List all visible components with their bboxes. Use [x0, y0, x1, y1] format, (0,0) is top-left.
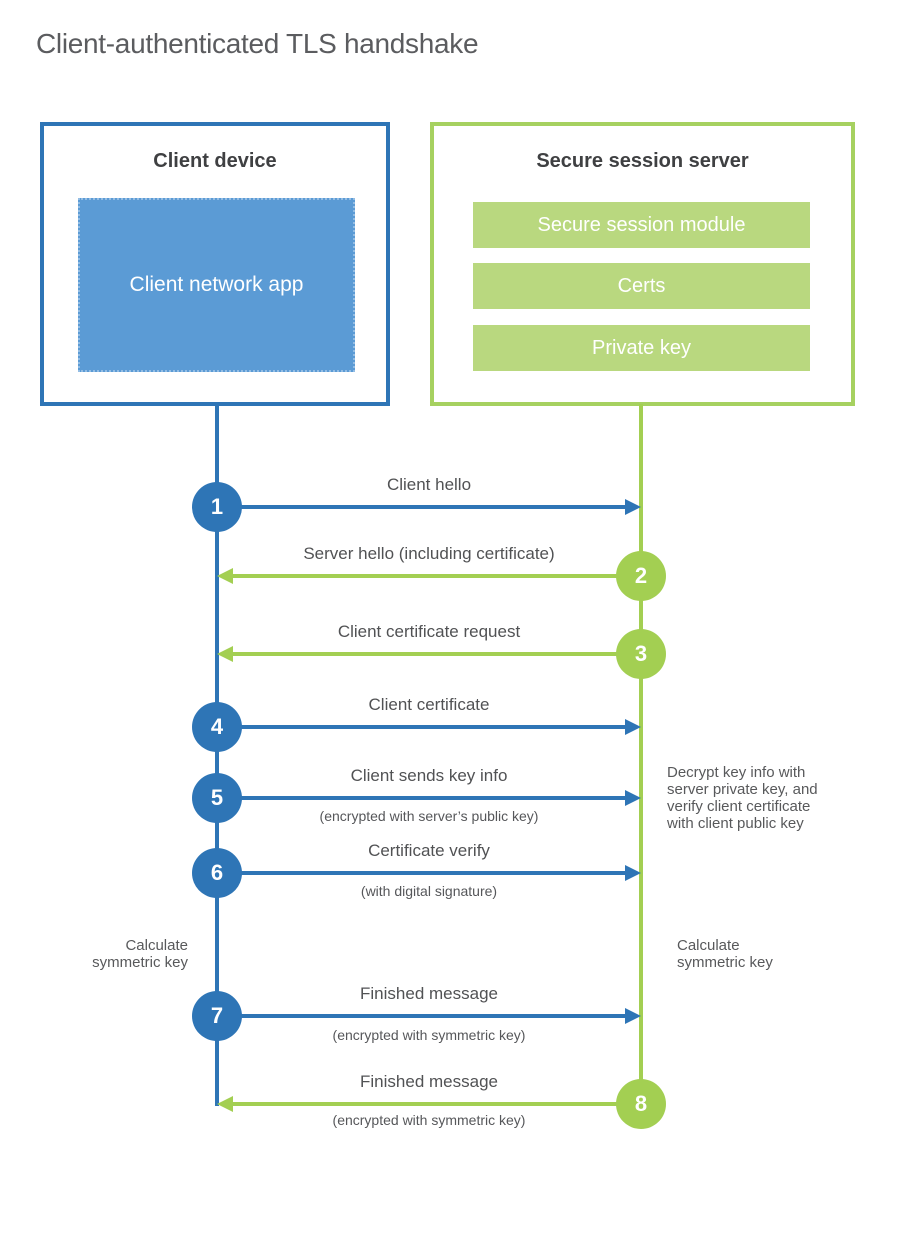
decrypt-note: Decrypt key info with server private key… [667, 764, 818, 832]
client-network-app-block: Client network app [78, 198, 355, 372]
step-4-label: Client certificate [368, 695, 490, 714]
step-4-badge: 4 [192, 702, 242, 752]
step-7-arrowhead [625, 1008, 641, 1024]
calculate-symmetric-key-note-client: Calculate symmetric key [92, 937, 188, 971]
step-2-arrow-line [233, 574, 641, 578]
step-7-label: Finished message [360, 984, 498, 1003]
step-5-sublabel: (encrypted with server’s public key) [319, 808, 539, 824]
step-8-sublabel: (encrypted with symmetric key) [332, 1112, 526, 1128]
step-5-badge: 5 [192, 773, 242, 823]
page-title: Client-authenticated TLS handshake [36, 28, 479, 59]
step-7-sublabel: (encrypted with symmetric key) [332, 1027, 526, 1043]
step-1-arrowhead [625, 499, 641, 515]
client-network-app-label: Client network app [129, 272, 304, 296]
step-8-badge: 8 [616, 1079, 666, 1129]
step-8-label: Finished message [360, 1072, 498, 1091]
step-5-arrow-line [217, 796, 625, 800]
step-1-label: Client hello [386, 475, 472, 494]
step-4-arrowhead [625, 719, 641, 735]
step-6-badge: 6 [192, 848, 242, 898]
server-private-key-bar: Private key [473, 325, 810, 371]
step-8-arrowhead [217, 1096, 233, 1112]
step-3-arrow-line [233, 652, 641, 656]
step-7-arrow-line [217, 1014, 625, 1018]
server-module-bar: Secure session module [473, 202, 810, 248]
step-1-badge: 1 [192, 482, 242, 532]
calculate-symmetric-key-note-server: Calculate symmetric key [677, 937, 773, 971]
step-8-arrow-line [233, 1102, 641, 1106]
step-3-badge: 3 [616, 629, 666, 679]
step-6-arrow-line [217, 871, 625, 875]
step-6-arrowhead [625, 865, 641, 881]
step-4-arrow-line [217, 725, 625, 729]
step-6-label: Certificate verify [368, 841, 490, 860]
step-3-label: Client certificate request [337, 622, 521, 641]
step-2-badge: 2 [616, 551, 666, 601]
step-2-label: Server hello (including certificate) [303, 544, 555, 563]
step-1-arrow-line [217, 505, 625, 509]
step-6-sublabel: (with digital signature) [360, 883, 498, 899]
step-3-arrowhead [217, 646, 233, 662]
step-5-arrowhead [625, 790, 641, 806]
step-7-badge: 7 [192, 991, 242, 1041]
client-device-title: Client device [153, 150, 277, 172]
server-certs-bar: Certs [473, 263, 810, 309]
client-lifeline [215, 404, 219, 1106]
step-2-arrowhead [217, 568, 233, 584]
server-lifeline [639, 404, 643, 1106]
secure-session-server-title: Secure session server [536, 150, 749, 172]
step-5-label: Client sends key info [350, 766, 508, 785]
